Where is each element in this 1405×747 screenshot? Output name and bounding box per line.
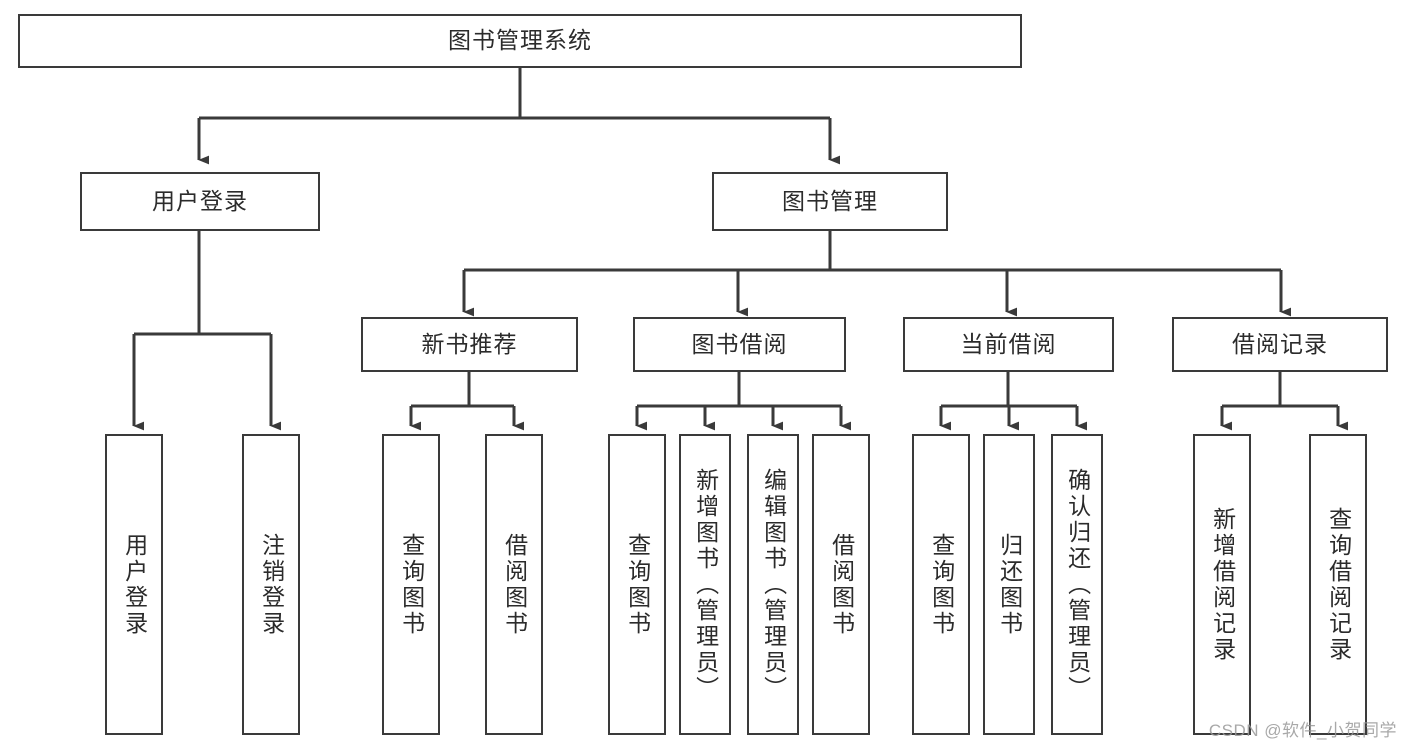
leaf-add-book-admin[interactable]: 新增图书（管理员） [679,434,731,735]
node-book-management[interactable]: 图书管理 [712,172,948,231]
leaf-query-book-current-label: 查询图书 [928,532,955,637]
leaf-user-login[interactable]: 用户登录 [105,434,163,735]
leaf-borrow-book-label: 借阅图书 [828,532,855,637]
leaf-query-book-current[interactable]: 查询图书 [912,434,970,735]
leaf-query-book-borrow[interactable]: 查询图书 [608,434,666,735]
leaf-add-borrow-record-label: 新增借阅记录 [1209,506,1236,663]
leaf-query-book-borrow-label: 查询图书 [624,532,651,637]
leaf-confirm-return-admin-label: 确认归还（管理员） [1064,467,1091,702]
node-new-book-recommendation[interactable]: 新书推荐 [361,317,578,372]
leaf-edit-book-admin-label: 编辑图书（管理员） [760,467,787,702]
node-root-label: 图书管理系统 [448,27,592,54]
node-borrowing-record[interactable]: 借阅记录 [1172,317,1388,372]
leaf-logout[interactable]: 注销登录 [242,434,300,735]
leaf-borrow-book-recommend[interactable]: 借阅图书 [485,434,543,735]
node-current-borrowing-label: 当前借阅 [960,330,1057,357]
node-root[interactable]: 图书管理系统 [18,14,1022,68]
leaf-query-book-recommend-label: 查询图书 [398,532,425,637]
leaf-confirm-return-admin[interactable]: 确认归还（管理员） [1051,434,1103,735]
leaf-logout-label: 注销登录 [258,532,285,637]
watermark-text: CSDN @软件_小贺同学 [1208,721,1397,740]
leaf-add-borrow-record[interactable]: 新增借阅记录 [1193,434,1251,735]
node-book-borrowing-label: 图书借阅 [691,330,788,357]
leaf-query-book-recommend[interactable]: 查询图书 [382,434,440,735]
leaf-edit-book-admin[interactable]: 编辑图书（管理员） [747,434,799,735]
leaf-add-book-admin-label: 新增图书（管理员） [692,467,719,702]
node-user-login-label: 用户登录 [152,187,248,214]
leaf-query-borrow-record[interactable]: 查询借阅记录 [1309,434,1367,735]
node-book-management-label: 图书管理 [782,187,878,214]
node-borrowing-record-label: 借阅记录 [1232,330,1328,357]
node-current-borrowing[interactable]: 当前借阅 [903,317,1114,372]
leaf-query-borrow-record-label: 查询借阅记录 [1325,506,1352,663]
leaf-return-book-label: 归还图书 [996,532,1023,637]
node-user-login[interactable]: 用户登录 [80,172,320,231]
leaf-borrow-book-recommend-label: 借阅图书 [501,532,528,637]
leaf-user-login-label: 用户登录 [121,532,148,637]
leaf-borrow-book[interactable]: 借阅图书 [812,434,870,735]
node-new-book-recommendation-label: 新书推荐 [421,330,518,357]
leaf-return-book[interactable]: 归还图书 [983,434,1035,735]
node-book-borrowing[interactable]: 图书借阅 [633,317,846,372]
